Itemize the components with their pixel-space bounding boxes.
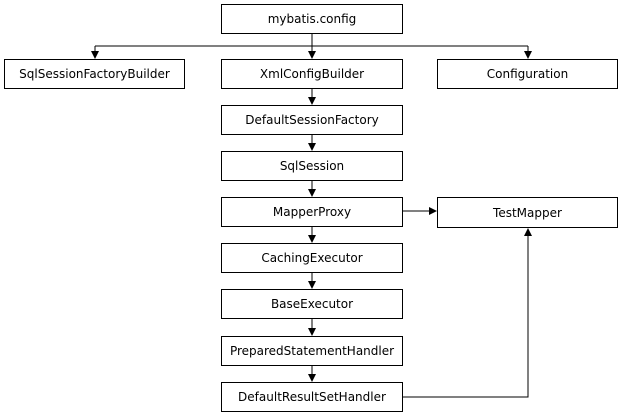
node-xml-config-builder: XmlConfigBuilder bbox=[221, 59, 403, 89]
node-default-result-set-handler: DefaultResultSetHandler bbox=[221, 382, 403, 412]
node-sql-session-factory-builder: SqlSessionFactoryBuilder bbox=[4, 59, 185, 89]
node-base-executor: BaseExecutor bbox=[221, 289, 403, 319]
edge-defaultresultsethandler-to-testmapper bbox=[403, 228, 532, 398]
node-caching-executor: CachingExecutor bbox=[221, 243, 403, 273]
node-configuration: Configuration bbox=[437, 59, 618, 89]
node-mapper-proxy: MapperProxy bbox=[221, 197, 403, 227]
node-sql-session: SqlSession bbox=[221, 151, 403, 181]
node-mybatis-config: mybatis.config bbox=[221, 4, 403, 34]
node-default-session-factory: DefaultSessionFactory bbox=[221, 105, 403, 135]
node-prepared-statement-handler: PreparedStatementHandler bbox=[221, 336, 403, 366]
node-test-mapper: TestMapper bbox=[437, 197, 618, 228]
